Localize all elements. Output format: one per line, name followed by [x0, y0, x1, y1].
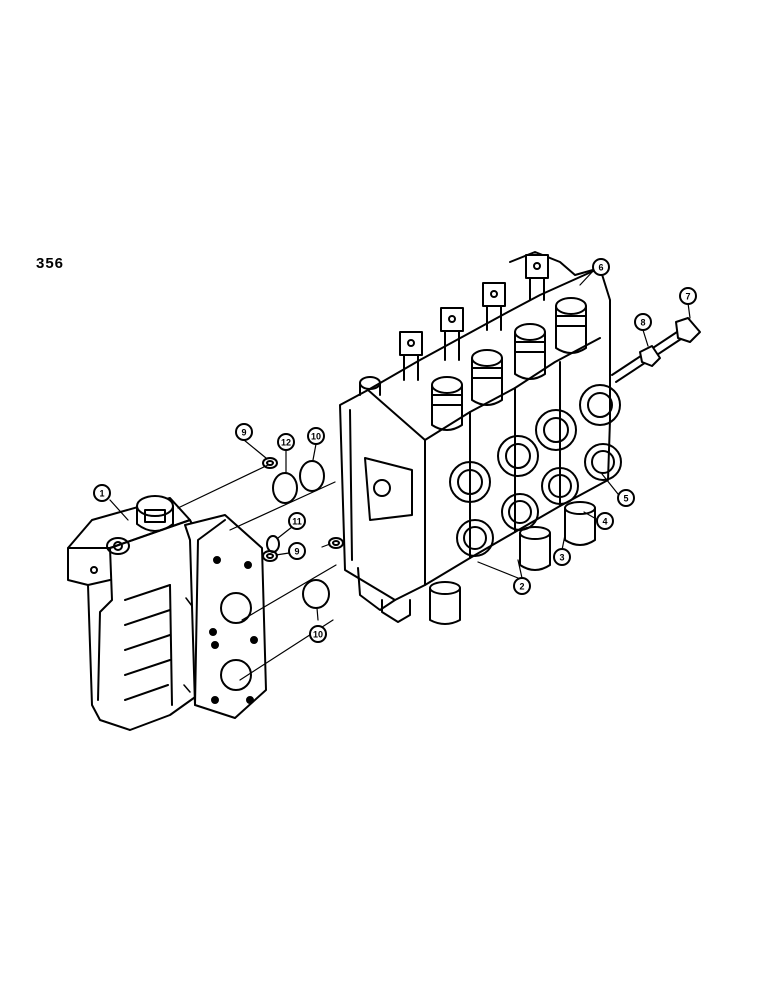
o-ring-10-lower	[302, 579, 330, 609]
svg-text:7: 7	[685, 292, 690, 302]
tie-bolt	[611, 317, 701, 383]
end-cover-housing	[67, 495, 267, 731]
callout-8: 8	[634, 313, 652, 331]
washer-9-lower-left	[262, 550, 278, 562]
tie-bolt-nut	[639, 345, 661, 367]
callout-1: 1	[93, 484, 111, 502]
svg-text:8: 8	[640, 318, 645, 328]
callout-5: 5	[617, 489, 635, 507]
svg-text:3: 3	[559, 553, 564, 563]
svg-text:10: 10	[313, 630, 323, 640]
svg-text:5: 5	[623, 494, 628, 504]
callout-3: 3	[553, 548, 571, 566]
seal-rings	[262, 457, 344, 609]
callout-9-lower: 9	[288, 542, 306, 560]
svg-text:12: 12	[281, 438, 291, 448]
valve-bank	[339, 251, 622, 625]
svg-text:10: 10	[311, 432, 321, 442]
svg-text:6: 6	[598, 263, 603, 273]
o-ring-10-upper	[299, 460, 325, 492]
svg-text:9: 9	[241, 428, 246, 438]
svg-text:1: 1	[99, 489, 104, 499]
callout-12: 12	[277, 433, 295, 451]
svg-text:11: 11	[292, 517, 302, 527]
callout-10-lower: 10	[309, 625, 327, 643]
washer-9-upper	[262, 457, 278, 469]
washer-9-lower-right	[328, 537, 344, 549]
o-ring-12	[272, 472, 298, 504]
svg-text:2: 2	[519, 582, 524, 592]
callout-6: 6	[592, 258, 610, 276]
callout-2: 2	[513, 577, 531, 595]
callouts: 1 2 3 4 5 6 7 8 9 9 10 10 11 12	[93, 258, 697, 643]
page-number: 356	[36, 255, 65, 272]
callout-7: 7	[679, 287, 697, 305]
callout-11: 11	[288, 512, 306, 530]
callout-4: 4	[596, 512, 614, 530]
svg-text:4: 4	[602, 517, 607, 527]
callout-10-upper: 10	[307, 427, 325, 445]
svg-text:9: 9	[294, 547, 299, 557]
callout-9-upper: 9	[235, 423, 253, 441]
o-ring-11	[266, 535, 280, 553]
